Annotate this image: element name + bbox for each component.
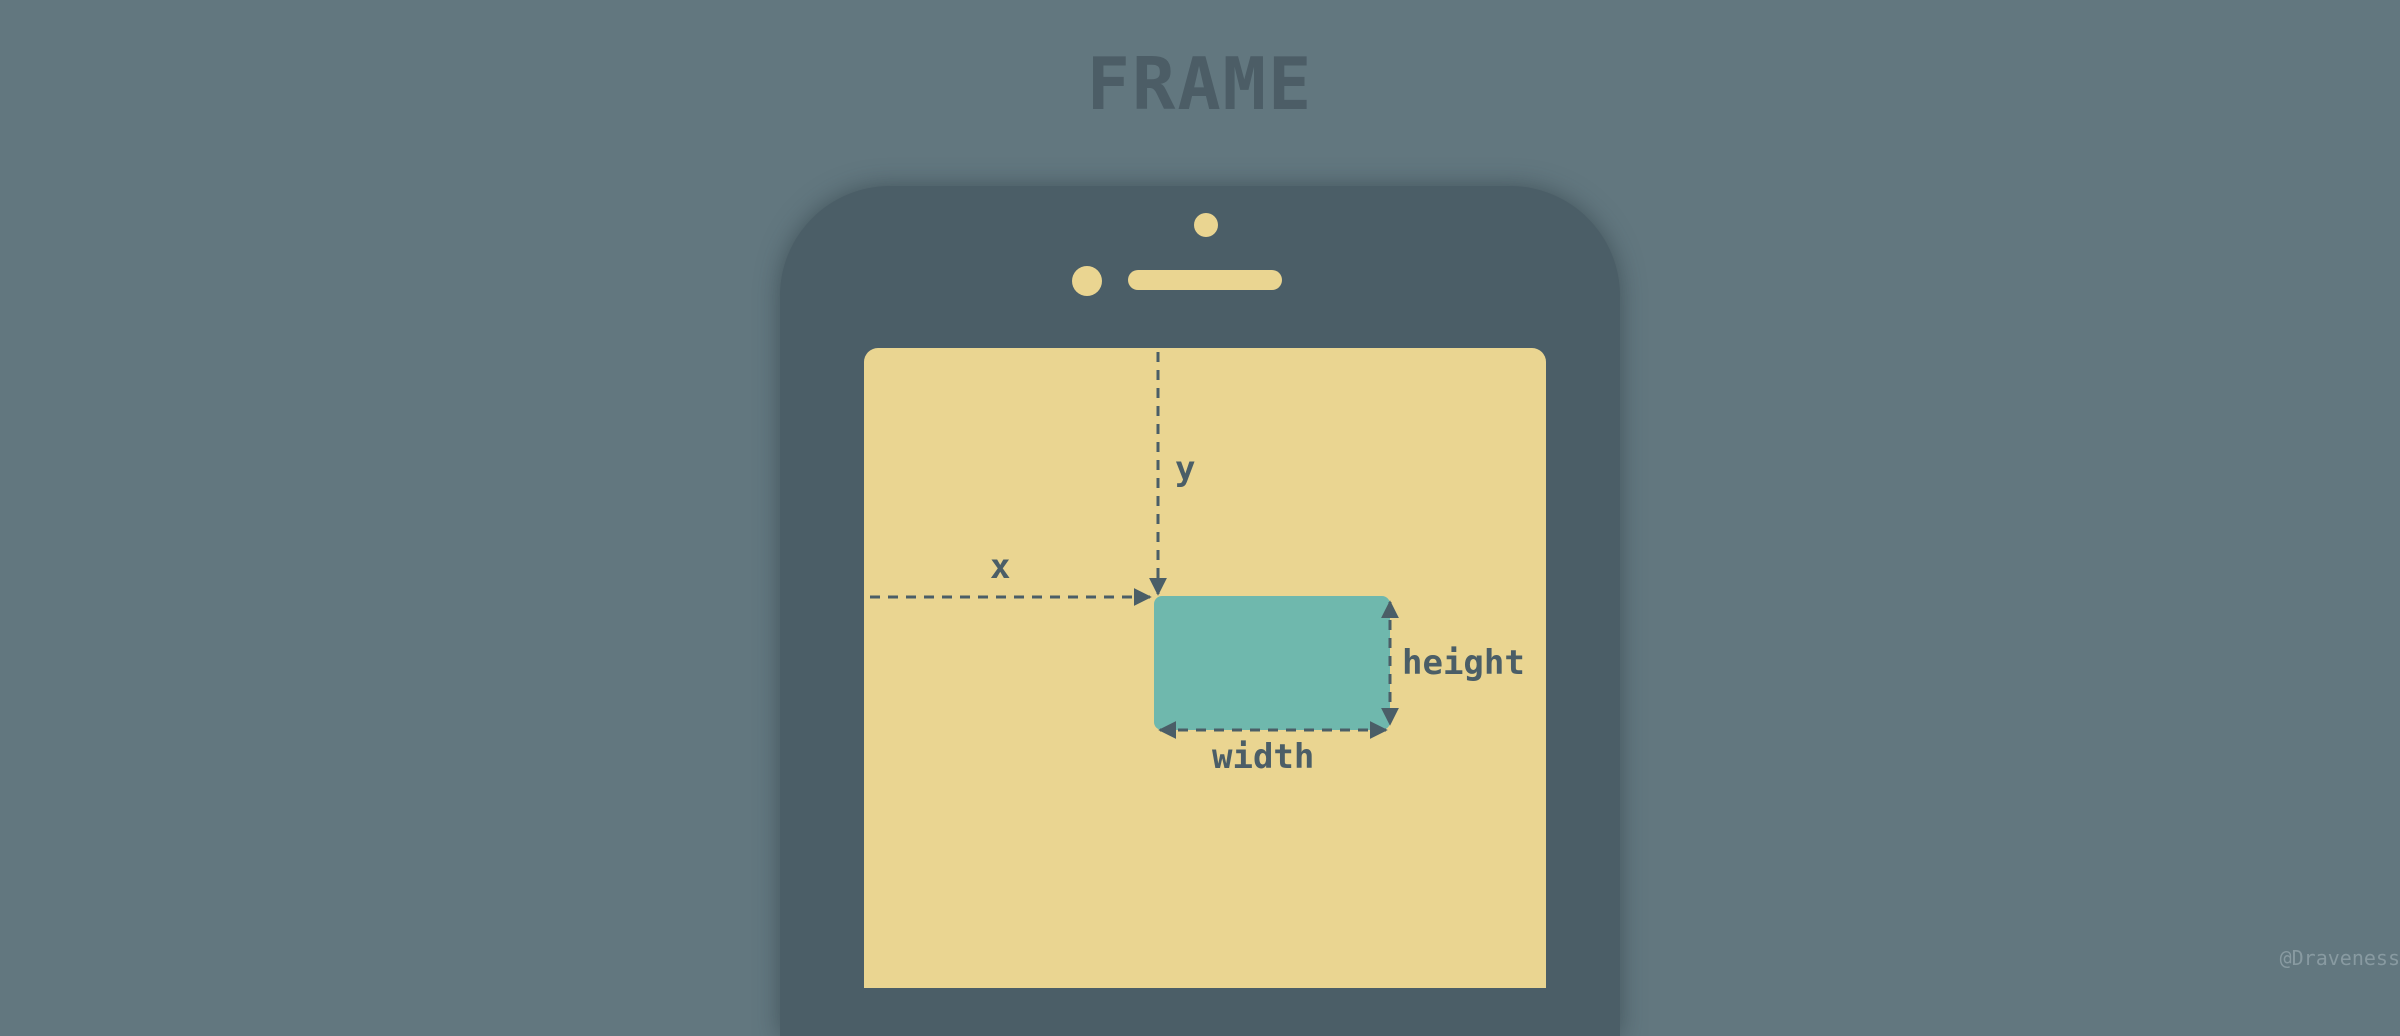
diagram-title: FRAME: [1086, 42, 1314, 126]
y-label: y: [1175, 449, 1195, 489]
earpiece-speaker: [1128, 270, 1282, 290]
width-label: width: [1212, 737, 1314, 777]
x-label: x: [990, 547, 1010, 587]
view-frame-rect: [1154, 596, 1390, 730]
height-label: height: [1402, 643, 1525, 683]
front-camera: [1194, 213, 1218, 237]
frame-annotations: y x height width: [990, 352, 1525, 777]
proximity-sensor: [1072, 266, 1102, 296]
author-watermark: @Draveness: [2279, 946, 2400, 970]
